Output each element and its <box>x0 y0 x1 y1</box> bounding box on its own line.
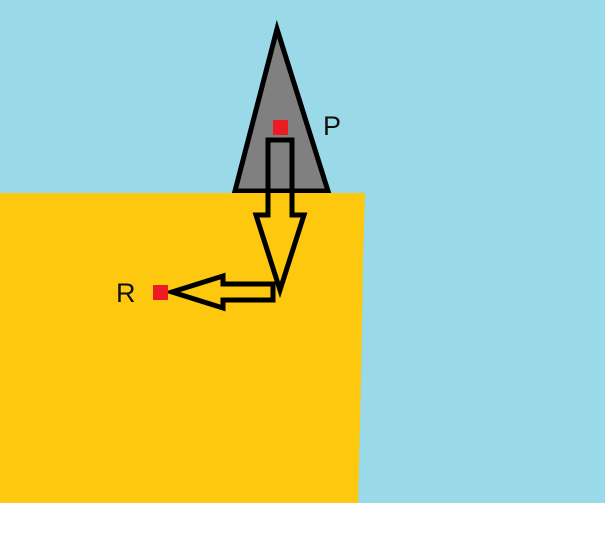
label-r: R <box>116 278 136 308</box>
down-arrow <box>252 137 308 299</box>
left-arrow <box>163 272 276 312</box>
point-r-marker <box>153 285 168 300</box>
point-p-marker <box>273 120 288 135</box>
label-p: P <box>323 111 341 141</box>
ground-region <box>0 193 365 503</box>
mountain-triangle <box>231 19 332 194</box>
white-strip <box>0 503 605 554</box>
